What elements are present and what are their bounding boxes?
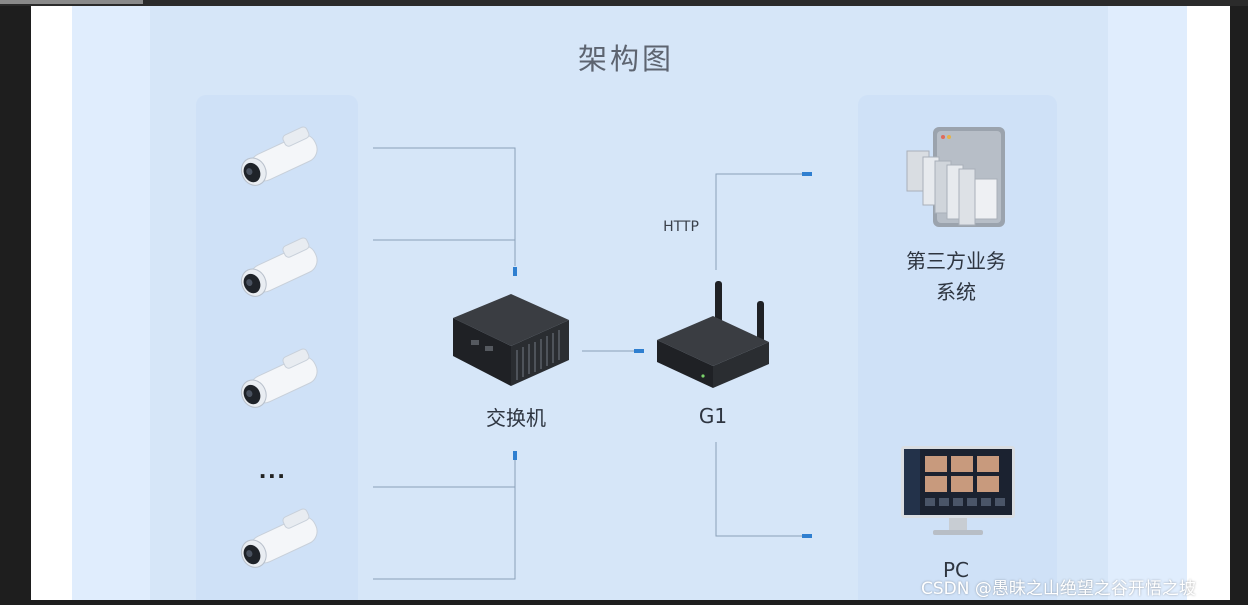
connector-gateway-left — [634, 349, 644, 353]
camera-icon — [240, 508, 318, 568]
switch-icon — [453, 294, 569, 386]
protocol-label: HTTP — [663, 219, 699, 235]
connector-thirdparty — [802, 172, 812, 176]
camera-column-panel — [196, 95, 358, 600]
csdn-watermark: CSDN @愚昧之山绝望之谷开悟之坡 — [921, 579, 1196, 599]
pc-label: PC — [942, 558, 970, 582]
switch-label: 交换机 — [486, 406, 546, 430]
wire-camera-3 — [373, 458, 516, 488]
server-system-icon — [906, 127, 1005, 227]
monitor-icon — [901, 446, 1015, 535]
wire-camera-1 — [373, 147, 516, 266]
diagram-frame: 架构图 — [31, 6, 1230, 600]
more-cameras-ellipsis: ... — [259, 454, 287, 484]
router-icon — [657, 281, 769, 388]
connector-switch-bottom — [513, 451, 517, 460]
wire-camera-4 — [373, 487, 516, 580]
active-tab-indicator[interactable] — [0, 0, 143, 4]
gateway-label: G1 — [698, 404, 728, 428]
connector-pc — [802, 534, 812, 538]
wire-gateway-pc — [715, 442, 811, 537]
connection-lines — [373, 147, 812, 580]
diagram-title: 架构图 — [577, 42, 674, 76]
connector-switch-top — [513, 267, 517, 276]
wire-gateway-thirdparty — [715, 173, 811, 270]
browser-top-bar — [0, 0, 1248, 6]
camera-icon — [240, 348, 318, 408]
third-party-label: 第三方业务 系统 — [906, 249, 1006, 304]
camera-icon — [240, 126, 318, 186]
camera-icon — [240, 237, 318, 297]
